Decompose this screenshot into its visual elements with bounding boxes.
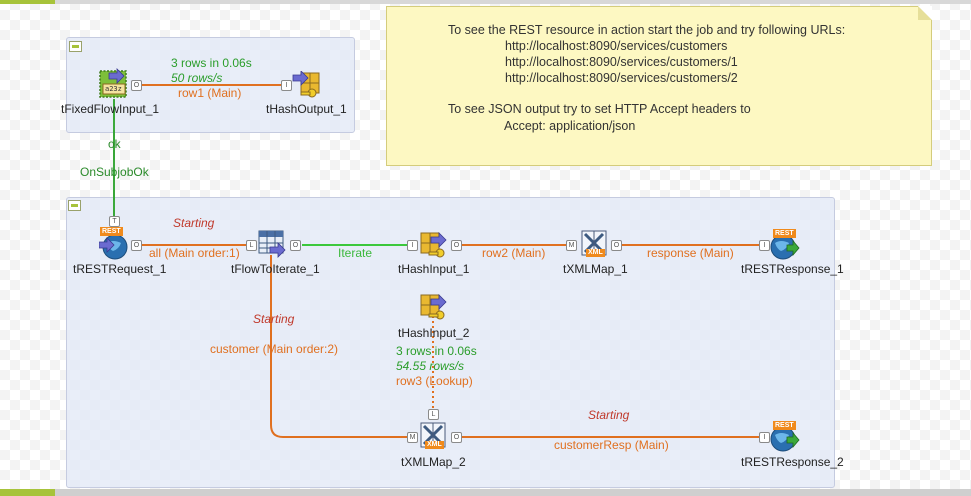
- all-link-label[interactable]: all (Main order:1): [149, 246, 240, 260]
- customer-link-label[interactable]: customer (Main order:2): [210, 342, 339, 356]
- subjob-2-collapse-toggle[interactable]: [68, 200, 81, 211]
- top-bar-accent: [0, 0, 55, 4]
- port-hashinput1-output[interactable]: O: [451, 240, 462, 251]
- hash-input-2-label[interactable]: tHashInput_2: [398, 326, 470, 340]
- row1-stats-rate: 50 rows/s: [171, 71, 223, 85]
- starting-label-1: Starting: [173, 216, 215, 230]
- rest-request-label[interactable]: tRESTRequest_1: [73, 262, 167, 276]
- rest-response-1-label[interactable]: tRESTResponse_1: [741, 262, 844, 276]
- rest-response-1-icon[interactable]: REST: [770, 229, 800, 260]
- hash-output-icon[interactable]: [291, 71, 320, 99]
- note-line-3: http://localhost:8090/services/customers…: [505, 55, 738, 69]
- fixed-flow-input-label[interactable]: tFixedFlowInput_1: [61, 102, 160, 116]
- port-hashoutput-input[interactable]: I: [281, 80, 292, 91]
- port-xmlmap1-output[interactable]: O: [611, 240, 622, 251]
- hash-input-2-icon[interactable]: [419, 293, 447, 321]
- hash-input-1-label[interactable]: tHashInput_1: [398, 262, 470, 276]
- rest-response-2-icon[interactable]: REST: [770, 421, 800, 452]
- bottom-scroll-bar[interactable]: [0, 489, 971, 496]
- ok-link-label[interactable]: ok: [108, 137, 121, 151]
- starting-label-2: Starting: [253, 312, 295, 326]
- port-xmlmap2-lookup[interactable]: L: [428, 409, 439, 420]
- port-flowiterate-input[interactable]: L: [246, 240, 257, 251]
- fixed-flow-input-icon[interactable]: a23z: [99, 68, 127, 98]
- rest-badge: REST: [100, 227, 123, 236]
- port-xmlmap1-input[interactable]: M: [566, 240, 577, 251]
- xml-badge-2: XML: [425, 441, 444, 449]
- port-fixed-output[interactable]: O: [131, 80, 142, 91]
- note-line-4: http://localhost:8090/services/customers…: [505, 71, 738, 85]
- starting-label-3: Starting: [588, 408, 630, 422]
- iterate-link-label[interactable]: Iterate: [338, 246, 373, 260]
- top-scroll-bar[interactable]: [0, 0, 971, 4]
- response-link-label[interactable]: response (Main): [647, 246, 734, 260]
- rest-badge-response-1: REST: [773, 229, 796, 238]
- note-line-1: To see the REST resource in action start…: [448, 23, 846, 37]
- xml-map-2-icon[interactable]: XML: [419, 422, 447, 450]
- row3-stats-rows: 3 rows in 0.06s: [396, 344, 477, 358]
- port-flowiterate-output[interactable]: O: [290, 240, 301, 251]
- row1-stats-rows: 3 rows in 0.06s: [171, 56, 252, 70]
- onsubjobok-link-label[interactable]: OnSubjobOk: [80, 165, 149, 179]
- rest-response-2-label[interactable]: tRESTResponse_2: [741, 455, 844, 469]
- note-line-5: To see JSON output try to set HTTP Accep…: [448, 102, 751, 116]
- port-restrequest-trigger[interactable]: T: [109, 216, 120, 227]
- note-corner-fold: [918, 6, 932, 20]
- port-restresponse2-input[interactable]: I: [759, 432, 770, 443]
- note-line-2: http://localhost:8090/services/customers: [505, 39, 728, 53]
- subjob-1-collapse-toggle[interactable]: [69, 41, 82, 52]
- rest-request-icon[interactable]: REST: [99, 227, 128, 260]
- xml-map-1-icon[interactable]: XML: [580, 230, 608, 258]
- row2-link-label[interactable]: row2 (Main): [482, 246, 546, 260]
- xml-badge-1: XML: [586, 249, 605, 257]
- hash-output-label[interactable]: tHashOutput_1: [266, 102, 347, 116]
- row3-stats-rate: 54.55 rows/s: [396, 359, 465, 373]
- port-xmlmap2-input[interactable]: M: [407, 432, 418, 443]
- port-restresponse1-input[interactable]: I: [759, 240, 770, 251]
- job-note[interactable]: To see the REST resource in action start…: [386, 6, 932, 166]
- port-xmlmap2-output[interactable]: O: [451, 432, 462, 443]
- row3-link-label[interactable]: row3 (Lookup): [396, 374, 473, 388]
- flow-to-iterate-label[interactable]: tFlowToIterate_1: [231, 262, 320, 276]
- rest-badge-response-2: REST: [773, 421, 796, 430]
- fixed-input-digits: a23z: [105, 85, 122, 93]
- port-restrequest-output[interactable]: O: [131, 240, 142, 251]
- hash-input-1-icon[interactable]: [419, 231, 447, 259]
- bottom-bar-accent: [0, 489, 55, 496]
- xml-map-1-label[interactable]: tXMLMap_1: [563, 262, 628, 276]
- row1-link-label[interactable]: row1 (Main): [178, 86, 242, 100]
- flow-to-iterate-icon[interactable]: [258, 229, 286, 258]
- note-line-6: Accept: application/json: [504, 119, 636, 133]
- customerresp-link-label[interactable]: customerResp (Main): [554, 438, 669, 452]
- customer-link-line[interactable]: [270, 255, 408, 438]
- port-hashinput1-input[interactable]: I: [407, 240, 418, 251]
- xml-map-2-label[interactable]: tXMLMap_2: [401, 455, 466, 469]
